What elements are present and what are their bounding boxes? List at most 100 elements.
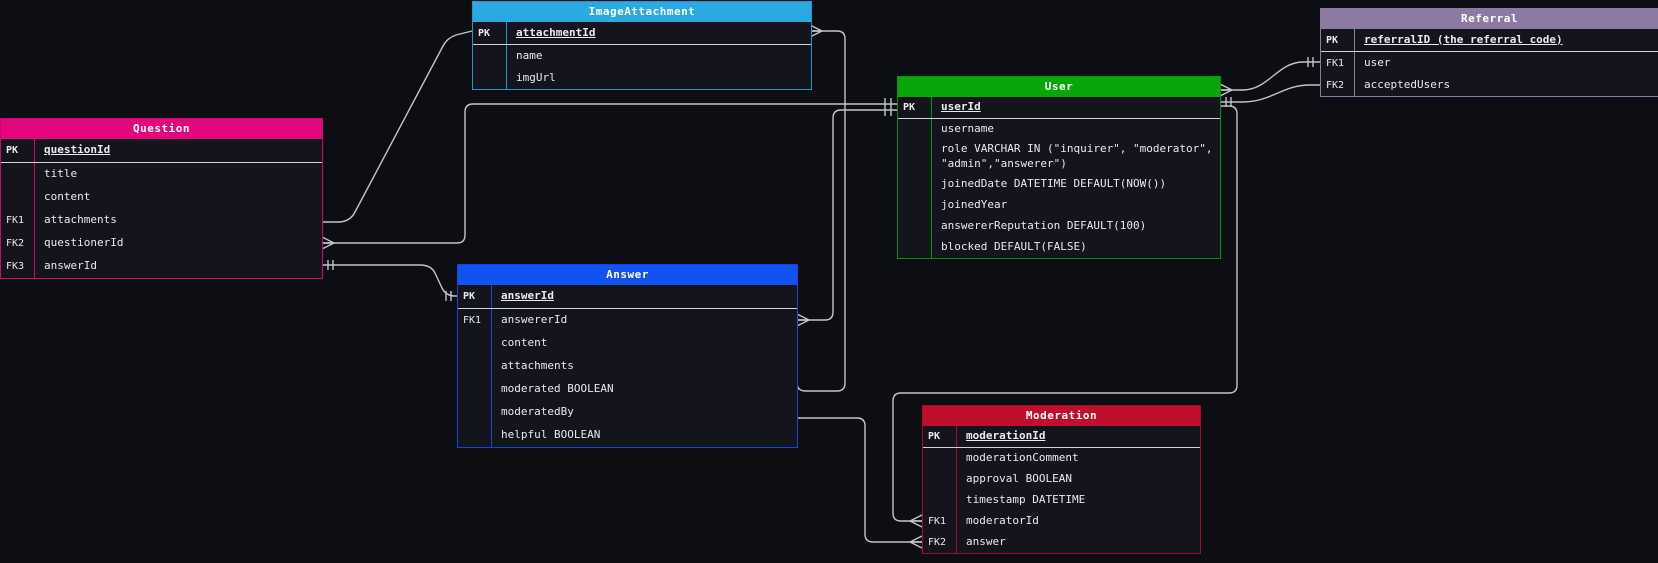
table-row: FK2 acceptedUsers (1321, 74, 1658, 96)
crowfoot-imageattachment-right-icon (809, 24, 823, 38)
entity-table-answer[interactable]: Answer PK answerId FK1 answererId conten… (457, 264, 798, 448)
key-label (898, 194, 932, 216)
table-row: moderated BOOLEAN (458, 378, 797, 401)
pk-label: PK (923, 426, 957, 447)
field-name: answererId (501, 313, 568, 327)
table-row: role VARCHAR IN ("inquirer", "moderator"… (898, 140, 1220, 174)
key-label (898, 140, 932, 174)
key-label (458, 424, 492, 447)
field-name: acceptedUsers (1364, 77, 1451, 91)
table-row: content (1, 186, 322, 209)
field-name: userId (941, 100, 981, 114)
key-label (923, 448, 957, 469)
connector-user-moderation (892, 105, 1238, 522)
connector-answer-imageattachment (796, 30, 846, 392)
table-row: joinedDate DATETIME DEFAULT(NOW()) (898, 173, 1220, 195)
pk-label: PK (1, 139, 35, 162)
table-title-referral: Referral (1321, 9, 1658, 29)
table-title-user: User (898, 77, 1220, 97)
key-label (458, 332, 492, 355)
field-name: joinedDate DATETIME DEFAULT(NOW()) (941, 176, 1167, 190)
field-name: answerId (44, 259, 97, 273)
field-name: moderationId (966, 429, 1046, 443)
field-name: joinedYear (941, 197, 1008, 211)
table-row: approval BOOLEAN (923, 469, 1200, 490)
field-name: imgUrl (516, 70, 556, 84)
pk-label: PK (473, 22, 507, 44)
entity-table-moderation[interactable]: Moderation PK moderationId moderationCom… (922, 405, 1201, 554)
one-marker-answer-left-icon (445, 291, 452, 301)
key-label (1, 163, 35, 186)
key-label (1, 186, 35, 209)
connector-question-answer (322, 264, 457, 297)
field-name: referralID (the referral code) (1364, 32, 1563, 46)
pk-label: PK (1321, 29, 1355, 51)
field-name: helpful BOOLEAN (501, 428, 601, 442)
fk-label: FK1 (923, 511, 957, 532)
table-row: name (473, 45, 811, 67)
table-row: FK3 answerId (1, 255, 322, 278)
crowfoot-moderation-fk1-icon (909, 514, 923, 528)
key-label (898, 119, 932, 140)
connector-user-referral-accepted (1220, 84, 1320, 103)
table-row: moderatedBy (458, 401, 797, 424)
table-row: title (1, 163, 322, 186)
table-row: PK questionId (1, 139, 322, 163)
table-row: joinedYear (898, 194, 1220, 216)
field-name: user (1364, 55, 1391, 69)
field-name: attachmentId (516, 25, 596, 39)
table-row: FK2 questionerId (1, 232, 322, 255)
table-title-imageattachment: ImageAttachment (473, 2, 811, 22)
key-label (923, 490, 957, 511)
fk-label: FK3 (1, 255, 35, 278)
pk-label: PK (898, 97, 932, 118)
one-marker-user-left-icon (884, 98, 892, 116)
key-label (458, 378, 492, 401)
field-name: moderationComment (966, 451, 1079, 465)
table-row: helpful BOOLEAN (458, 424, 797, 447)
key-label (898, 236, 932, 258)
table-title-question: Question (1, 119, 322, 139)
connector-answer-moderation (797, 417, 922, 543)
table-row: content (458, 332, 797, 355)
field-name: moderated BOOLEAN (501, 382, 614, 396)
field-name: moderatedBy (501, 405, 574, 419)
field-name: moderatorId (966, 514, 1039, 528)
fk-label: FK2 (923, 532, 957, 553)
table-row: PK attachmentId (473, 22, 811, 45)
table-row: answererReputation DEFAULT(100) (898, 215, 1220, 237)
table-row: blocked DEFAULT(FALSE) (898, 236, 1220, 258)
entity-table-user[interactable]: User PK userId username role VARCHAR IN … (897, 76, 1221, 259)
field-name: username (941, 122, 994, 136)
fk-label: FK1 (458, 309, 492, 332)
table-row: moderationComment (923, 448, 1200, 469)
field-name: timestamp DATETIME (966, 493, 1086, 507)
table-row: PK answerId (458, 285, 797, 309)
table-row: timestamp DATETIME (923, 490, 1200, 511)
table-row: PK userId (898, 97, 1220, 119)
one-marker-question-right-icon (327, 260, 334, 270)
fk-label: FK2 (1321, 74, 1355, 96)
fk-label: FK1 (1, 209, 35, 232)
field-name: blocked DEFAULT(FALSE) (941, 239, 1087, 253)
field-name: title (44, 167, 78, 181)
connector-question-user (322, 103, 897, 244)
table-row: PK referralID (the referral code) (1321, 29, 1658, 52)
key-label (898, 215, 932, 237)
field-name: name (516, 48, 543, 62)
connector-answer-user (797, 109, 897, 321)
crowfoot-user-right-icon (1219, 83, 1233, 97)
entity-table-question[interactable]: Question PK questionId title content FK1… (0, 118, 323, 279)
key-label (473, 67, 507, 89)
crowfoot-answer-right-icon (796, 313, 810, 327)
connector-user-referral-user (1220, 61, 1320, 91)
entity-table-referral[interactable]: Referral PK referralID (the referral cod… (1320, 8, 1658, 97)
field-name: attachments (501, 359, 574, 373)
field-name: answererReputation DEFAULT(100) (941, 218, 1147, 232)
field-name: attachments (44, 213, 117, 227)
fk-label: FK1 (1321, 52, 1355, 74)
entity-table-imageattachment[interactable]: ImageAttachment PK attachmentId name img… (472, 1, 812, 90)
table-row: FK1 answererId (458, 309, 797, 332)
table-title-answer: Answer (458, 265, 797, 285)
